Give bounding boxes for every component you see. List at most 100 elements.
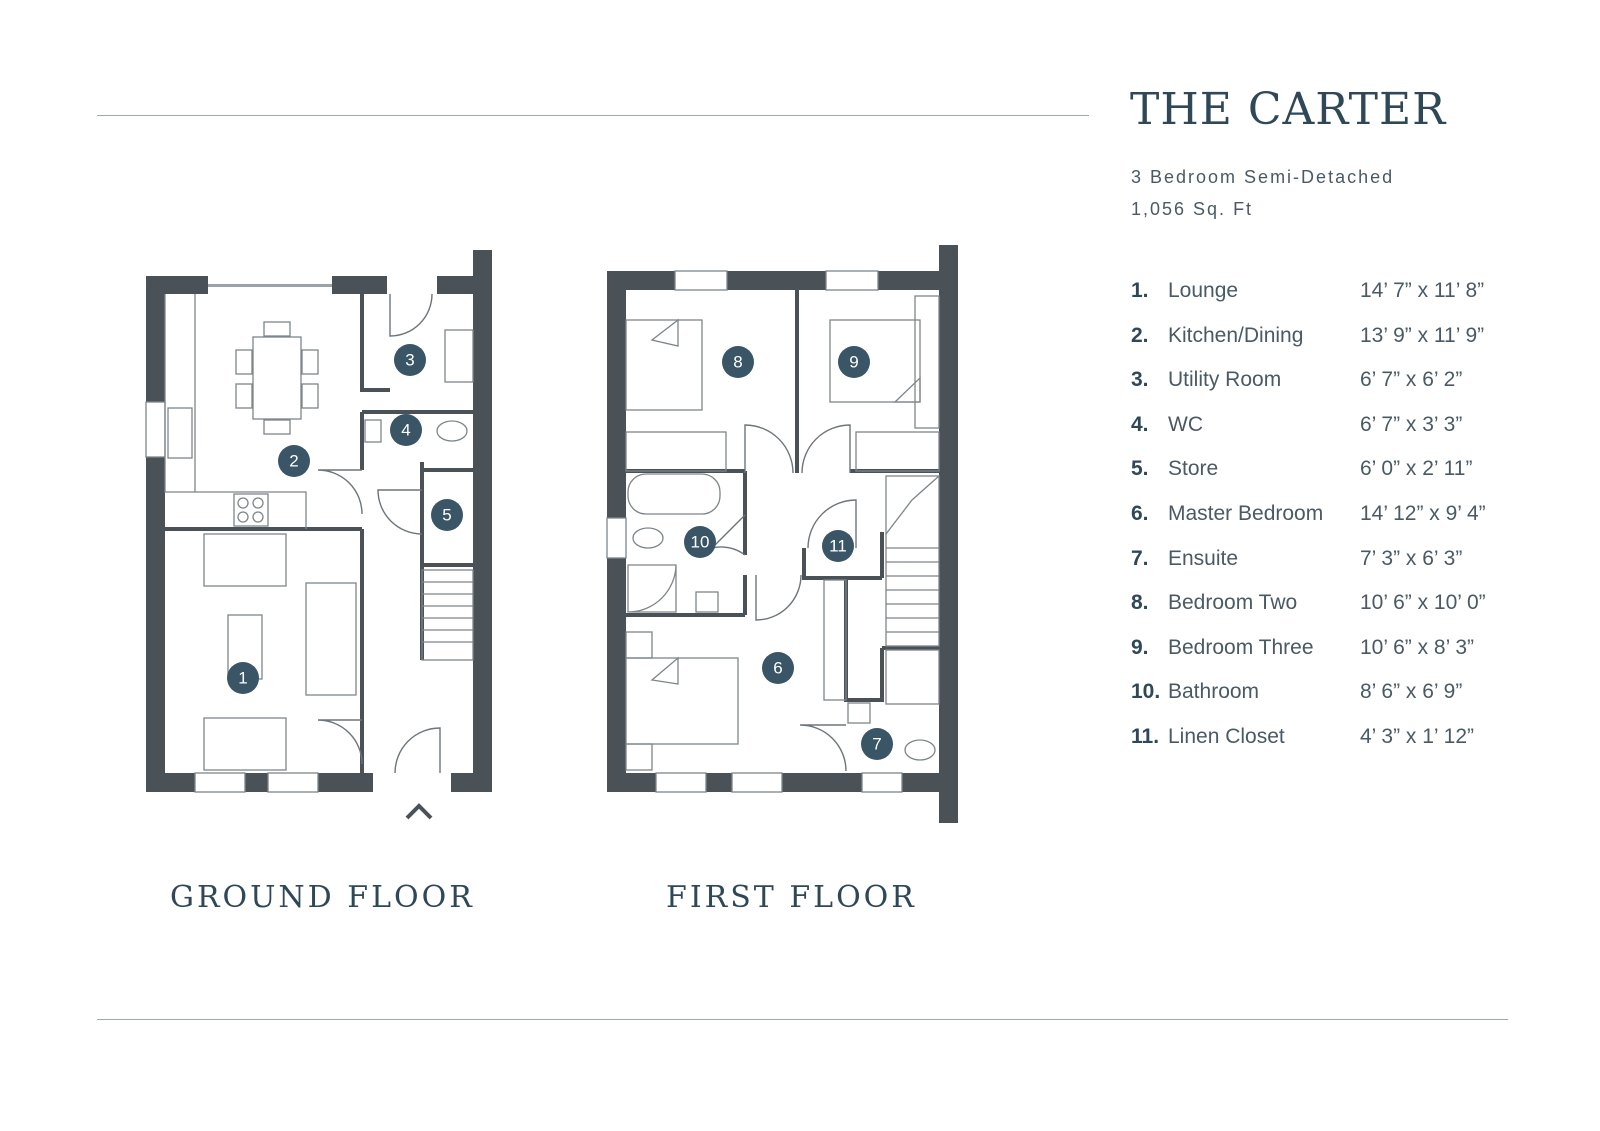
window [861,772,903,793]
basin [695,591,719,613]
window [145,401,166,458]
chair [263,321,291,337]
staircase [885,475,940,647]
hob-ring [252,511,264,523]
room-marker [278,445,310,477]
room-dimensions: 14’ 7” x 11’ 8” [1360,279,1485,302]
room-number: 6. [1131,501,1149,525]
door-swing [744,424,794,474]
room-marker [722,346,754,378]
wall-north [332,276,387,294]
door-swing [755,574,802,621]
room-marker-label: 7 [872,735,881,754]
room-number: 9. [1131,635,1149,659]
kitchen-sink [167,407,193,459]
basin [847,702,871,724]
room-name: Utility Room [1168,368,1282,392]
bed-pillow [650,318,679,347]
room-row: 7. Ensuite 7’ 3” x 6’ 3” [1131,547,1551,592]
room-marker-label: 2 [289,452,298,471]
ground-floor-plan: 1 2 3 4 5 [145,250,492,820]
room-schedule: 1. Lounge 14’ 7” x 11’ 8” 2. Kitchen/Dining… [1131,279,1551,770]
chair [301,383,319,409]
room-marker-label: 3 [405,351,414,370]
toilet [436,420,468,442]
page-title: THE CARTER [1130,84,1447,135]
room-number: 5. [1131,457,1149,481]
bed [829,319,921,403]
window [655,772,707,793]
dining-table [252,336,302,420]
room-number: 7. [1131,546,1149,570]
room-name: Kitchen/Dining [1168,323,1304,347]
room-marker [861,728,893,760]
window [731,772,783,793]
front-door-swing [394,727,441,774]
door-swing [799,724,847,772]
toilet [904,739,936,761]
chair [263,419,291,435]
wall-north [146,276,208,294]
room-dimensions: 6’ 7” x 3’ 3” [1360,412,1463,436]
front-door-opening [373,773,451,792]
first-floor-plan: 6 7 8 9 10 11 [606,245,958,823]
room-marker-label: 9 [849,353,858,372]
wall-north [437,276,473,294]
room-marker [227,662,259,694]
bed-pillow [650,656,679,685]
room-row: 2. Kitchen/Dining 13’ 9” x 11’ 9” [1131,324,1551,369]
window [194,772,246,793]
wall-east [939,245,958,823]
room-number: 2. [1131,323,1149,347]
kitchen-counter [164,294,307,529]
room-dimensions: 7’ 3” x 6’ 3” [1360,546,1463,570]
property-area: 1,056 Sq. Ft [1131,199,1254,219]
stair-treads [422,581,473,643]
wall-north [607,271,943,290]
room-marker-label: 6 [773,659,782,678]
room-number: 1. [1131,279,1149,302]
wc-basin [364,419,382,443]
sofa [203,533,287,587]
room-number: 4. [1131,412,1149,436]
sofa [305,582,357,696]
top-divider [97,115,1089,116]
room-dimensions: 13’ 9” x 11’ 9” [1360,323,1485,347]
room-dimensions: 6’ 7” x 6’ 2” [1360,368,1463,392]
staircase [421,569,474,661]
floor-plans: 1 2 3 4 5 [145,245,958,823]
wardrobe [914,295,940,429]
wall-east [473,250,492,792]
window [674,270,728,291]
room-marker [762,652,794,684]
room-marker-label: 10 [691,533,710,552]
room-number: 10. [1131,680,1161,704]
bedside-table [625,631,653,659]
room-dimensions: 10’ 6” x 8’ 3” [1360,635,1474,659]
door-swing [317,469,363,515]
entrance-arrow-icon [405,803,433,820]
room-name: Ensuite [1168,546,1239,570]
room-number: 11. [1131,724,1160,748]
room-name: Lounge [1168,279,1239,302]
door-swing [807,499,857,549]
hob-ring [237,497,249,509]
bottom-divider [97,1019,1508,1020]
door-swing [711,514,746,556]
door-swing [317,719,363,765]
room-marker-label: 4 [401,421,410,440]
room-marker [394,344,426,376]
room-name: Store [1168,457,1219,481]
ground-floor-label: GROUND FLOOR [170,880,475,915]
room-name: Bathroom [1168,680,1260,704]
utility-sink [444,329,474,383]
internal-walls [626,290,939,702]
